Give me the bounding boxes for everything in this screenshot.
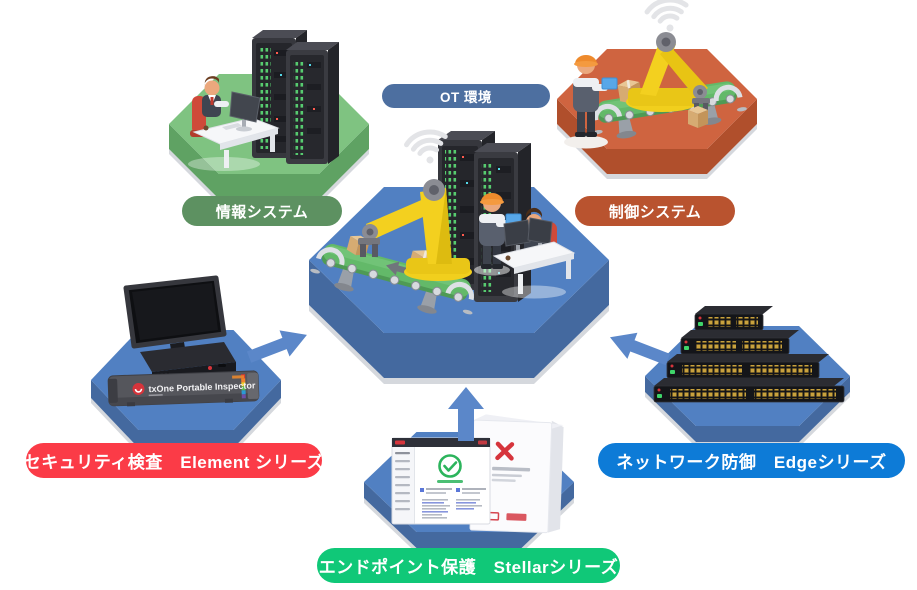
monitor-icon	[527, 217, 553, 245]
label-edge-series: ネットワーク防御 Edgeシリーズ	[598, 443, 905, 478]
check-circle-icon	[438, 454, 462, 478]
product-stellar-group	[362, 414, 577, 555]
zone-control-system	[548, 0, 766, 229]
zone-ot-environment	[308, 100, 610, 400]
stellar-logo-icon	[495, 441, 515, 461]
label-control-system: 制御システム	[575, 196, 735, 226]
product-edge-group	[642, 302, 854, 454]
monitor-icon	[503, 219, 531, 247]
zone-information-system	[160, 12, 378, 227]
box-held-by-robot	[688, 106, 708, 128]
server-rack-icon	[286, 42, 339, 164]
wifi-icon	[644, 0, 689, 32]
flow-arrow-edge	[600, 322, 674, 380]
monitor-icon	[229, 91, 261, 123]
device-label: txOne Portable Inspector	[148, 380, 256, 394]
flow-arrow-element	[243, 324, 313, 370]
operator-desk	[492, 207, 576, 299]
product-element-group: txOne Portable Inspector	[88, 275, 284, 453]
network-switch-stack	[653, 306, 845, 403]
label-information-system: 情報システム	[182, 196, 342, 226]
robot-arm-icon	[358, 129, 472, 281]
app-window	[391, 437, 491, 525]
wifi-icon	[404, 129, 448, 164]
label-stellar-series: エンドポイント保護 Stellarシリーズ	[317, 548, 620, 583]
label-element-series: セキュリティ検査 Element シリーズ	[24, 443, 324, 478]
kiosk-device	[123, 275, 236, 384]
control-worker-figure	[564, 55, 618, 149]
portable-inspector-device: txOne Portable Inspector	[107, 370, 260, 407]
label-ot-environment: OT 環境	[382, 84, 550, 108]
txone-logo-icon	[132, 382, 145, 395]
flow-arrow-stellar	[446, 385, 486, 443]
it-operator-desk	[188, 76, 280, 171]
robot-arm-icon	[626, 0, 710, 128]
